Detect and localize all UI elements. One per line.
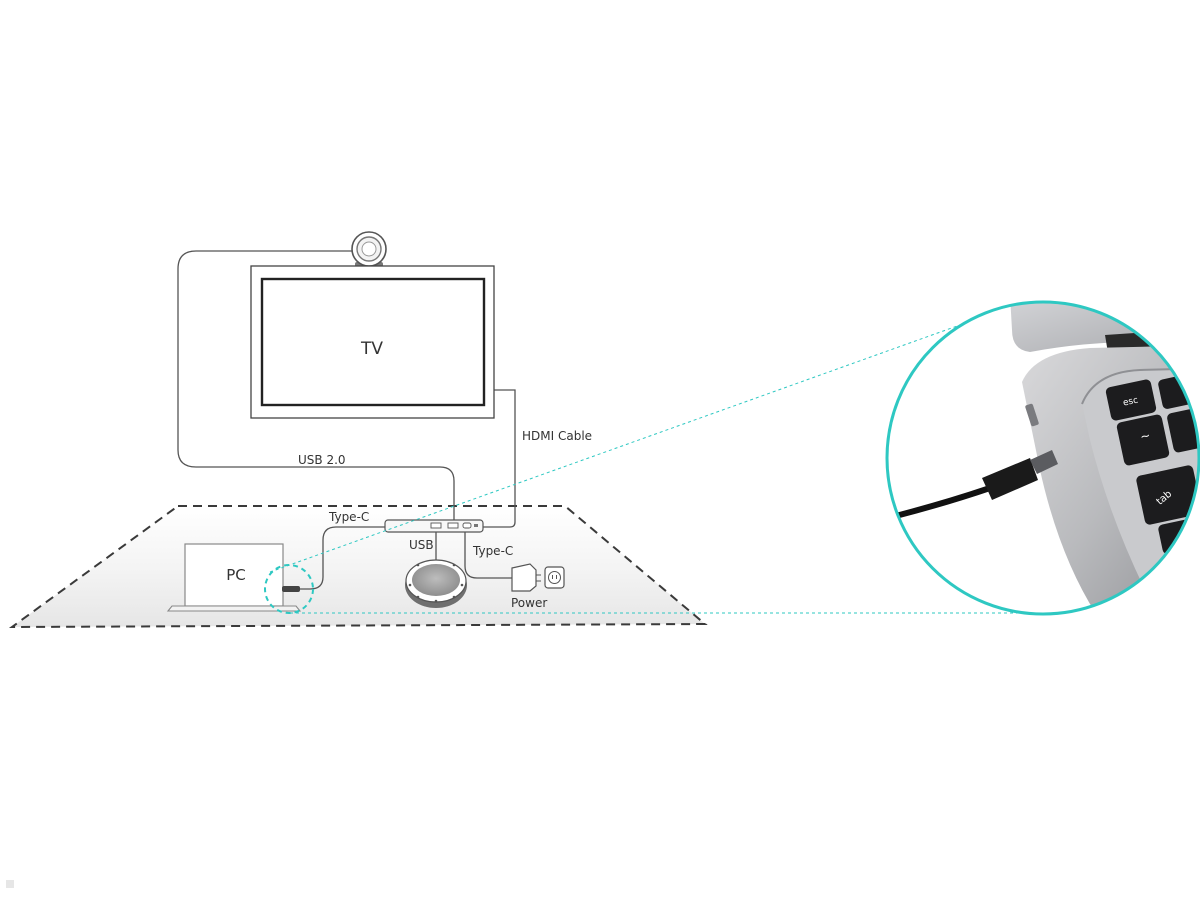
wall-outlet-icon: [544, 566, 565, 589]
typec-power-cable: [464, 532, 514, 579]
typec-connector-icon: [282, 586, 300, 592]
key-esc-label: esc: [1122, 396, 1139, 409]
zoom-detail-circle: esc ~ tab: [885, 300, 1200, 616]
usb-label: USB: [409, 538, 434, 552]
camera-icon: [351, 231, 387, 268]
tv-icon: [250, 265, 495, 419]
hdmi-cable: [482, 389, 516, 528]
power-label: Power: [511, 596, 547, 610]
usb-hub-icon: [384, 519, 484, 533]
corner-mark: [6, 880, 14, 888]
typec-power-label: Type-C: [472, 544, 513, 558]
laptop-icon: [166, 543, 302, 612]
tv-label: TV: [360, 339, 383, 359]
key-tilde-label: ~: [1139, 428, 1152, 444]
speakerphone-icon: [405, 559, 467, 608]
power-adapter-icon: [511, 563, 541, 592]
hdmi-cable-label: HDMI Cable: [522, 429, 592, 443]
zoom-guide-lines: [269, 324, 1030, 614]
typec-pc-cable: [300, 526, 385, 590]
usb20-label: USB 2.0: [298, 453, 346, 467]
usb20-cable: [177, 250, 455, 523]
table-surface: [8, 505, 708, 629]
pc-label: PC: [226, 566, 246, 584]
typec-pc-label: Type-C: [328, 510, 369, 524]
